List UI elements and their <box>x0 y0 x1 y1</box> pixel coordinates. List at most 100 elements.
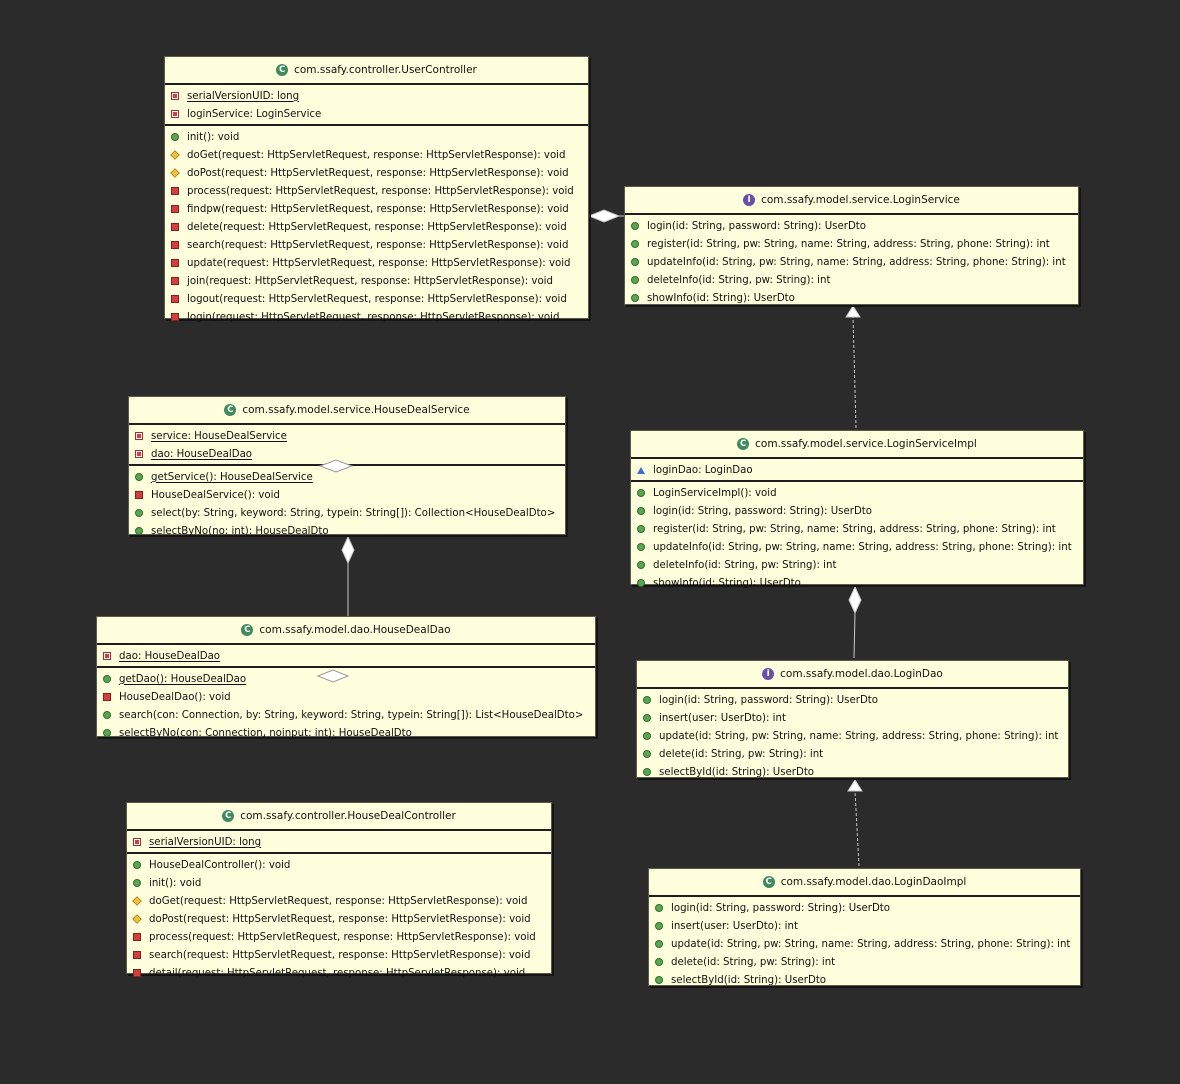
class-icon: C <box>737 438 750 450</box>
field-text: loginDao: LoginDao <box>653 464 753 476</box>
public-method-icon <box>637 543 645 551</box>
field-text: service: HouseDealService <box>151 430 287 442</box>
class-house-deal-dao[interactable]: C com.ssafy.model.dao.HouseDealDao dao: … <box>96 616 596 739</box>
class-name: com.ssafy.model.dao.HouseDealDao <box>259 624 451 636</box>
method-row: insert(user: UserDto): int <box>649 917 1080 935</box>
public-method-icon <box>637 489 645 497</box>
class-house-deal-service[interactable]: C com.ssafy.model.service.HouseDealServi… <box>128 396 566 537</box>
method-section: login(id: String, password: String): Use… <box>625 215 1078 308</box>
class-header: C com.ssafy.model.dao.LoginDaoImpl <box>649 869 1080 897</box>
method-row: LoginServiceImpl(): void <box>631 484 1083 502</box>
method-row: join(request: HttpServletRequest, respon… <box>165 272 588 290</box>
method-text: delete(request: HttpServletRequest, resp… <box>187 221 567 233</box>
protected-method-icon <box>170 150 180 160</box>
field-section: dao: HouseDealDao <box>97 645 595 668</box>
field-text: dao: HouseDealDao <box>119 650 221 662</box>
class-icon: C <box>276 64 289 76</box>
method-text: logout(request: HttpServletRequest, resp… <box>187 293 567 305</box>
field-text: dao: HouseDealDao <box>151 448 253 460</box>
class-login-dao[interactable]: I com.ssafy.model.dao.LoginDao login(id:… <box>636 660 1069 778</box>
class-user-controller[interactable]: C com.ssafy.controller.UserController se… <box>164 56 589 323</box>
class-header: C com.ssafy.model.service.LoginServiceIm… <box>631 431 1083 459</box>
method-row: delete(id: String, pw: String): int <box>637 745 1068 763</box>
method-row: HouseDealController(): void <box>127 856 551 874</box>
method-row: login(id: String, password: String): Use… <box>637 691 1068 709</box>
field-text: serialVersionUID: long <box>187 90 300 102</box>
public-method-icon <box>637 561 645 569</box>
method-text: login(id: String, password: String): Use… <box>653 505 873 517</box>
method-row: search(request: HttpServletRequest, resp… <box>165 236 588 254</box>
method-text: insert(user: UserDto): int <box>671 920 798 932</box>
method-text: doGet(request: HttpServletRequest, respo… <box>187 149 566 161</box>
method-text: doPost(request: HttpServletRequest, resp… <box>187 167 569 179</box>
public-method-icon <box>643 750 651 758</box>
method-text: search(request: HttpServletRequest, resp… <box>187 239 569 251</box>
method-text: updateInfo(id: String, pw: String, name:… <box>647 256 1066 268</box>
method-row: init(): void <box>127 874 551 892</box>
method-row: getDao(): HouseDealDao <box>97 670 595 688</box>
private-method-icon <box>171 277 179 285</box>
method-section: login(id: String, password: String): Use… <box>649 897 1080 990</box>
method-text: register(id: String, pw: String, name: S… <box>647 238 1050 250</box>
class-house-deal-controller[interactable]: C com.ssafy.controller.HouseDealControll… <box>126 802 552 979</box>
method-row: update(request: HttpServletRequest, resp… <box>165 254 588 272</box>
method-text: showInfo(id: String): UserDto <box>653 577 801 589</box>
method-text: showInfo(id: String): UserDto <box>647 292 795 304</box>
method-row: doGet(request: HttpServletRequest, respo… <box>127 892 551 910</box>
field-row: dao: HouseDealDao <box>97 647 595 665</box>
method-section: LoginServiceImpl(): void login(id: Strin… <box>631 482 1083 593</box>
private-field-icon <box>133 838 141 846</box>
public-method-icon <box>655 976 663 984</box>
method-text: selectByNo(con: Connection, noinput: int… <box>119 727 412 739</box>
interface-icon: I <box>762 668 775 680</box>
class-login-dao-impl[interactable]: C com.ssafy.model.dao.LoginDaoImpl login… <box>648 868 1081 986</box>
method-text: delete(id: String, pw: String): int <box>671 956 836 968</box>
method-row: login(id: String, password: String): Use… <box>625 217 1078 235</box>
method-row: login(request: HttpServletRequest, respo… <box>165 308 588 326</box>
package-field-icon <box>637 466 645 474</box>
method-row: delete(request: HttpServletRequest, resp… <box>165 218 588 236</box>
class-header: C com.ssafy.model.dao.HouseDealDao <box>97 617 595 645</box>
method-row: deleteInfo(id: String, pw: String): int <box>625 271 1078 289</box>
method-row: select(by: String, keyword: String, type… <box>129 504 565 522</box>
private-method-icon <box>135 491 143 499</box>
method-section: login(id: String, password: String): Use… <box>637 689 1068 782</box>
class-login-service[interactable]: I com.ssafy.model.service.LoginService l… <box>624 186 1079 305</box>
method-text: findpw(request: HttpServletRequest, resp… <box>187 203 569 215</box>
public-method-icon <box>135 509 143 517</box>
method-row: update(id: String, pw: String, name: Str… <box>637 727 1068 745</box>
public-method-icon <box>655 958 663 966</box>
method-text: HouseDealService(): void <box>151 489 280 501</box>
private-method-icon <box>171 223 179 231</box>
method-text: search(request: HttpServletRequest, resp… <box>149 949 531 961</box>
method-row: init(): void <box>165 128 588 146</box>
method-section: getDao(): HouseDealDao HouseDealDao(): v… <box>97 668 595 743</box>
public-method-icon <box>643 768 651 776</box>
public-method-icon <box>631 240 639 248</box>
class-header: C com.ssafy.controller.HouseDealControll… <box>127 803 551 831</box>
public-method-icon <box>637 579 645 587</box>
method-text: delete(id: String, pw: String): int <box>659 748 824 760</box>
public-method-icon <box>103 675 111 683</box>
public-method-icon <box>655 940 663 948</box>
method-text: selectById(id: String): UserDto <box>659 766 815 778</box>
class-login-service-impl[interactable]: C com.ssafy.model.service.LoginServiceIm… <box>630 430 1084 589</box>
class-icon: C <box>224 404 237 416</box>
method-text: selectById(id: String): UserDto <box>671 974 827 986</box>
method-text: deleteInfo(id: String, pw: String): int <box>653 559 837 571</box>
class-name: com.ssafy.model.service.HouseDealService <box>242 404 470 416</box>
class-icon: C <box>241 624 254 636</box>
method-row: insert(user: UserDto): int <box>637 709 1068 727</box>
field-row: dao: HouseDealDao <box>129 445 565 463</box>
method-row: search(con: Connection, by: String, keyw… <box>97 706 595 724</box>
method-row: HouseDealDao(): void <box>97 688 595 706</box>
method-row: deleteInfo(id: String, pw: String): int <box>631 556 1083 574</box>
public-method-icon <box>135 527 143 535</box>
field-section: serialVersionUID: long loginService: Log… <box>165 85 588 126</box>
method-text: doGet(request: HttpServletRequest, respo… <box>149 895 528 907</box>
field-row: serialVersionUID: long <box>165 87 588 105</box>
class-icon: C <box>222 810 235 822</box>
method-text: updateInfo(id: String, pw: String, name:… <box>653 541 1072 553</box>
public-method-icon <box>103 729 111 737</box>
method-row: getService(): HouseDealService <box>129 468 565 486</box>
